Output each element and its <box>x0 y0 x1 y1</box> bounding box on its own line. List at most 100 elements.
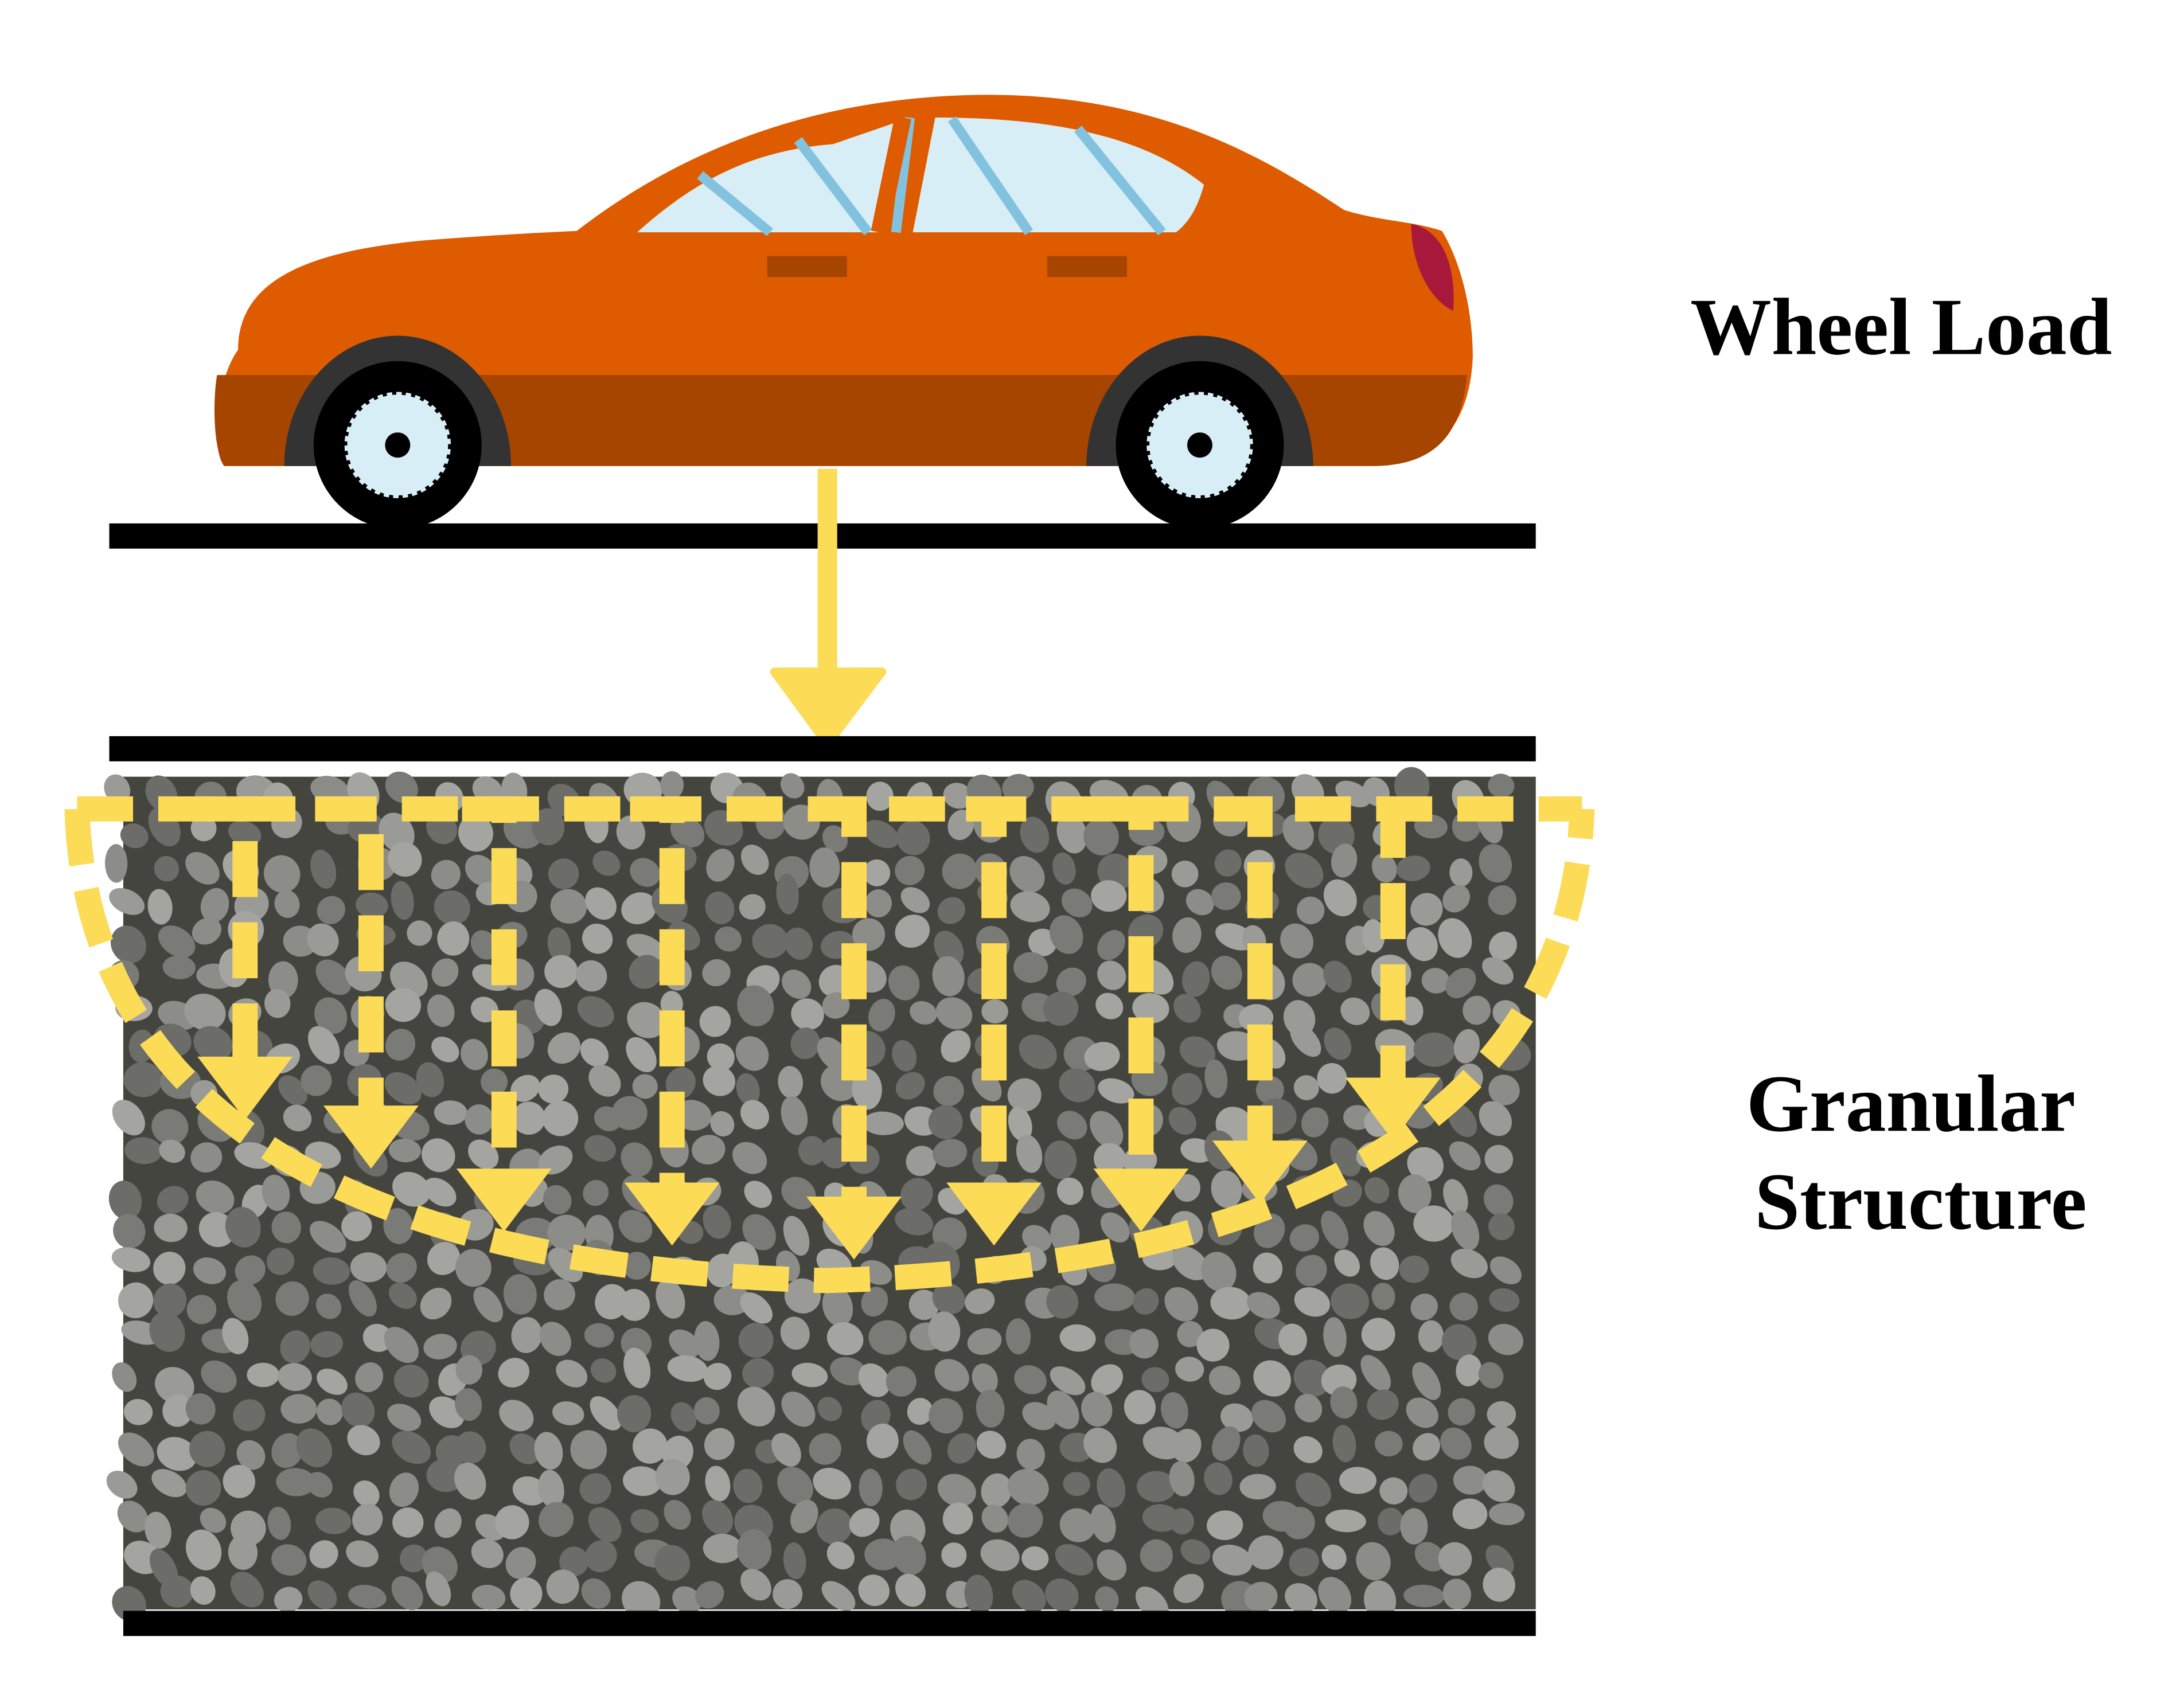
stone <box>157 1186 189 1214</box>
stone <box>732 1142 767 1174</box>
stone <box>791 1362 828 1388</box>
stone <box>907 1397 933 1425</box>
stone <box>1172 1073 1203 1105</box>
stone <box>106 1470 138 1499</box>
stone <box>353 1480 380 1507</box>
stone <box>534 988 562 1026</box>
stone <box>1321 1544 1347 1570</box>
stone <box>611 1096 648 1131</box>
stress-arrowhead-icon <box>323 1105 419 1169</box>
stone <box>1331 1283 1370 1319</box>
stone <box>423 1334 457 1360</box>
granular-label-line2: Structure <box>1754 1156 2086 1246</box>
rear-wheel <box>284 335 512 529</box>
stone <box>817 1037 849 1071</box>
stone <box>933 1076 964 1107</box>
stone <box>1161 1392 1188 1429</box>
stone <box>773 1579 803 1609</box>
stress-arrowhead-icon <box>624 1182 720 1246</box>
stone <box>510 1577 543 1611</box>
stone <box>1324 1027 1352 1060</box>
stone <box>667 1355 708 1382</box>
stone <box>387 1404 422 1432</box>
stone <box>314 997 348 1034</box>
stone <box>185 1470 221 1506</box>
stone <box>702 1500 734 1535</box>
stone <box>932 956 965 997</box>
stone <box>1489 1288 1520 1312</box>
stone <box>538 1470 564 1508</box>
stone <box>1253 1360 1291 1397</box>
stone <box>1136 1471 1176 1502</box>
stone <box>798 1136 826 1166</box>
stone <box>1201 1252 1237 1292</box>
stone <box>108 1181 142 1220</box>
stone <box>590 1396 622 1431</box>
stone <box>1485 1545 1514 1576</box>
stone <box>1255 1076 1284 1104</box>
stone <box>1285 853 1324 889</box>
stone <box>1408 1474 1437 1503</box>
stone <box>1097 929 1125 960</box>
stone <box>1009 856 1045 893</box>
stone <box>392 1431 431 1464</box>
stone <box>1285 1583 1318 1613</box>
stress-arrowhead-icon <box>1093 1169 1189 1232</box>
stone <box>1413 1032 1456 1067</box>
stone <box>1094 1143 1126 1175</box>
stone <box>1361 1318 1395 1351</box>
stone <box>118 1432 154 1467</box>
stone <box>588 1065 621 1097</box>
stone <box>703 1533 742 1564</box>
stone <box>552 1401 584 1425</box>
stone <box>392 1171 431 1207</box>
stone <box>903 1430 932 1465</box>
stone <box>1052 852 1076 885</box>
stone <box>1002 773 1034 802</box>
stone <box>1482 957 1514 985</box>
stone <box>280 1330 310 1363</box>
stone <box>512 1476 547 1506</box>
stone <box>1334 1249 1360 1277</box>
stone <box>400 1544 428 1573</box>
stone <box>1438 918 1472 958</box>
stone <box>776 873 799 915</box>
stone <box>935 997 973 1030</box>
stone <box>1456 1354 1482 1386</box>
stone <box>391 1576 423 1611</box>
stone <box>1056 1177 1083 1205</box>
stone <box>1399 1255 1429 1283</box>
stone <box>348 1585 387 1609</box>
stone <box>655 1459 690 1495</box>
stone <box>1169 1508 1194 1535</box>
stone <box>656 1279 685 1319</box>
stone <box>627 1002 666 1038</box>
stress-arrowhead-icon <box>946 1182 1042 1246</box>
stone <box>742 1358 774 1389</box>
stone <box>1005 1318 1031 1355</box>
stone <box>1007 1078 1042 1112</box>
stone <box>1010 891 1050 923</box>
stone <box>937 1474 976 1507</box>
stone <box>1098 1078 1134 1104</box>
stone <box>579 1473 611 1505</box>
stone <box>201 1360 237 1393</box>
stone <box>1083 1427 1117 1463</box>
stone <box>1488 1213 1515 1241</box>
stone <box>740 1292 773 1324</box>
load-arrow-icon <box>770 468 887 749</box>
stone <box>1363 1211 1395 1246</box>
stone <box>1394 767 1430 806</box>
stone <box>534 1432 563 1470</box>
stone <box>740 1100 770 1130</box>
stone <box>1247 1535 1284 1570</box>
stone <box>271 1433 303 1468</box>
stone <box>223 1464 256 1498</box>
stone <box>465 854 496 886</box>
stone <box>868 998 895 1031</box>
stone <box>308 1026 340 1064</box>
stone <box>895 1208 934 1236</box>
stone <box>670 816 705 848</box>
stone <box>1022 1225 1052 1252</box>
stone <box>1340 997 1370 1025</box>
